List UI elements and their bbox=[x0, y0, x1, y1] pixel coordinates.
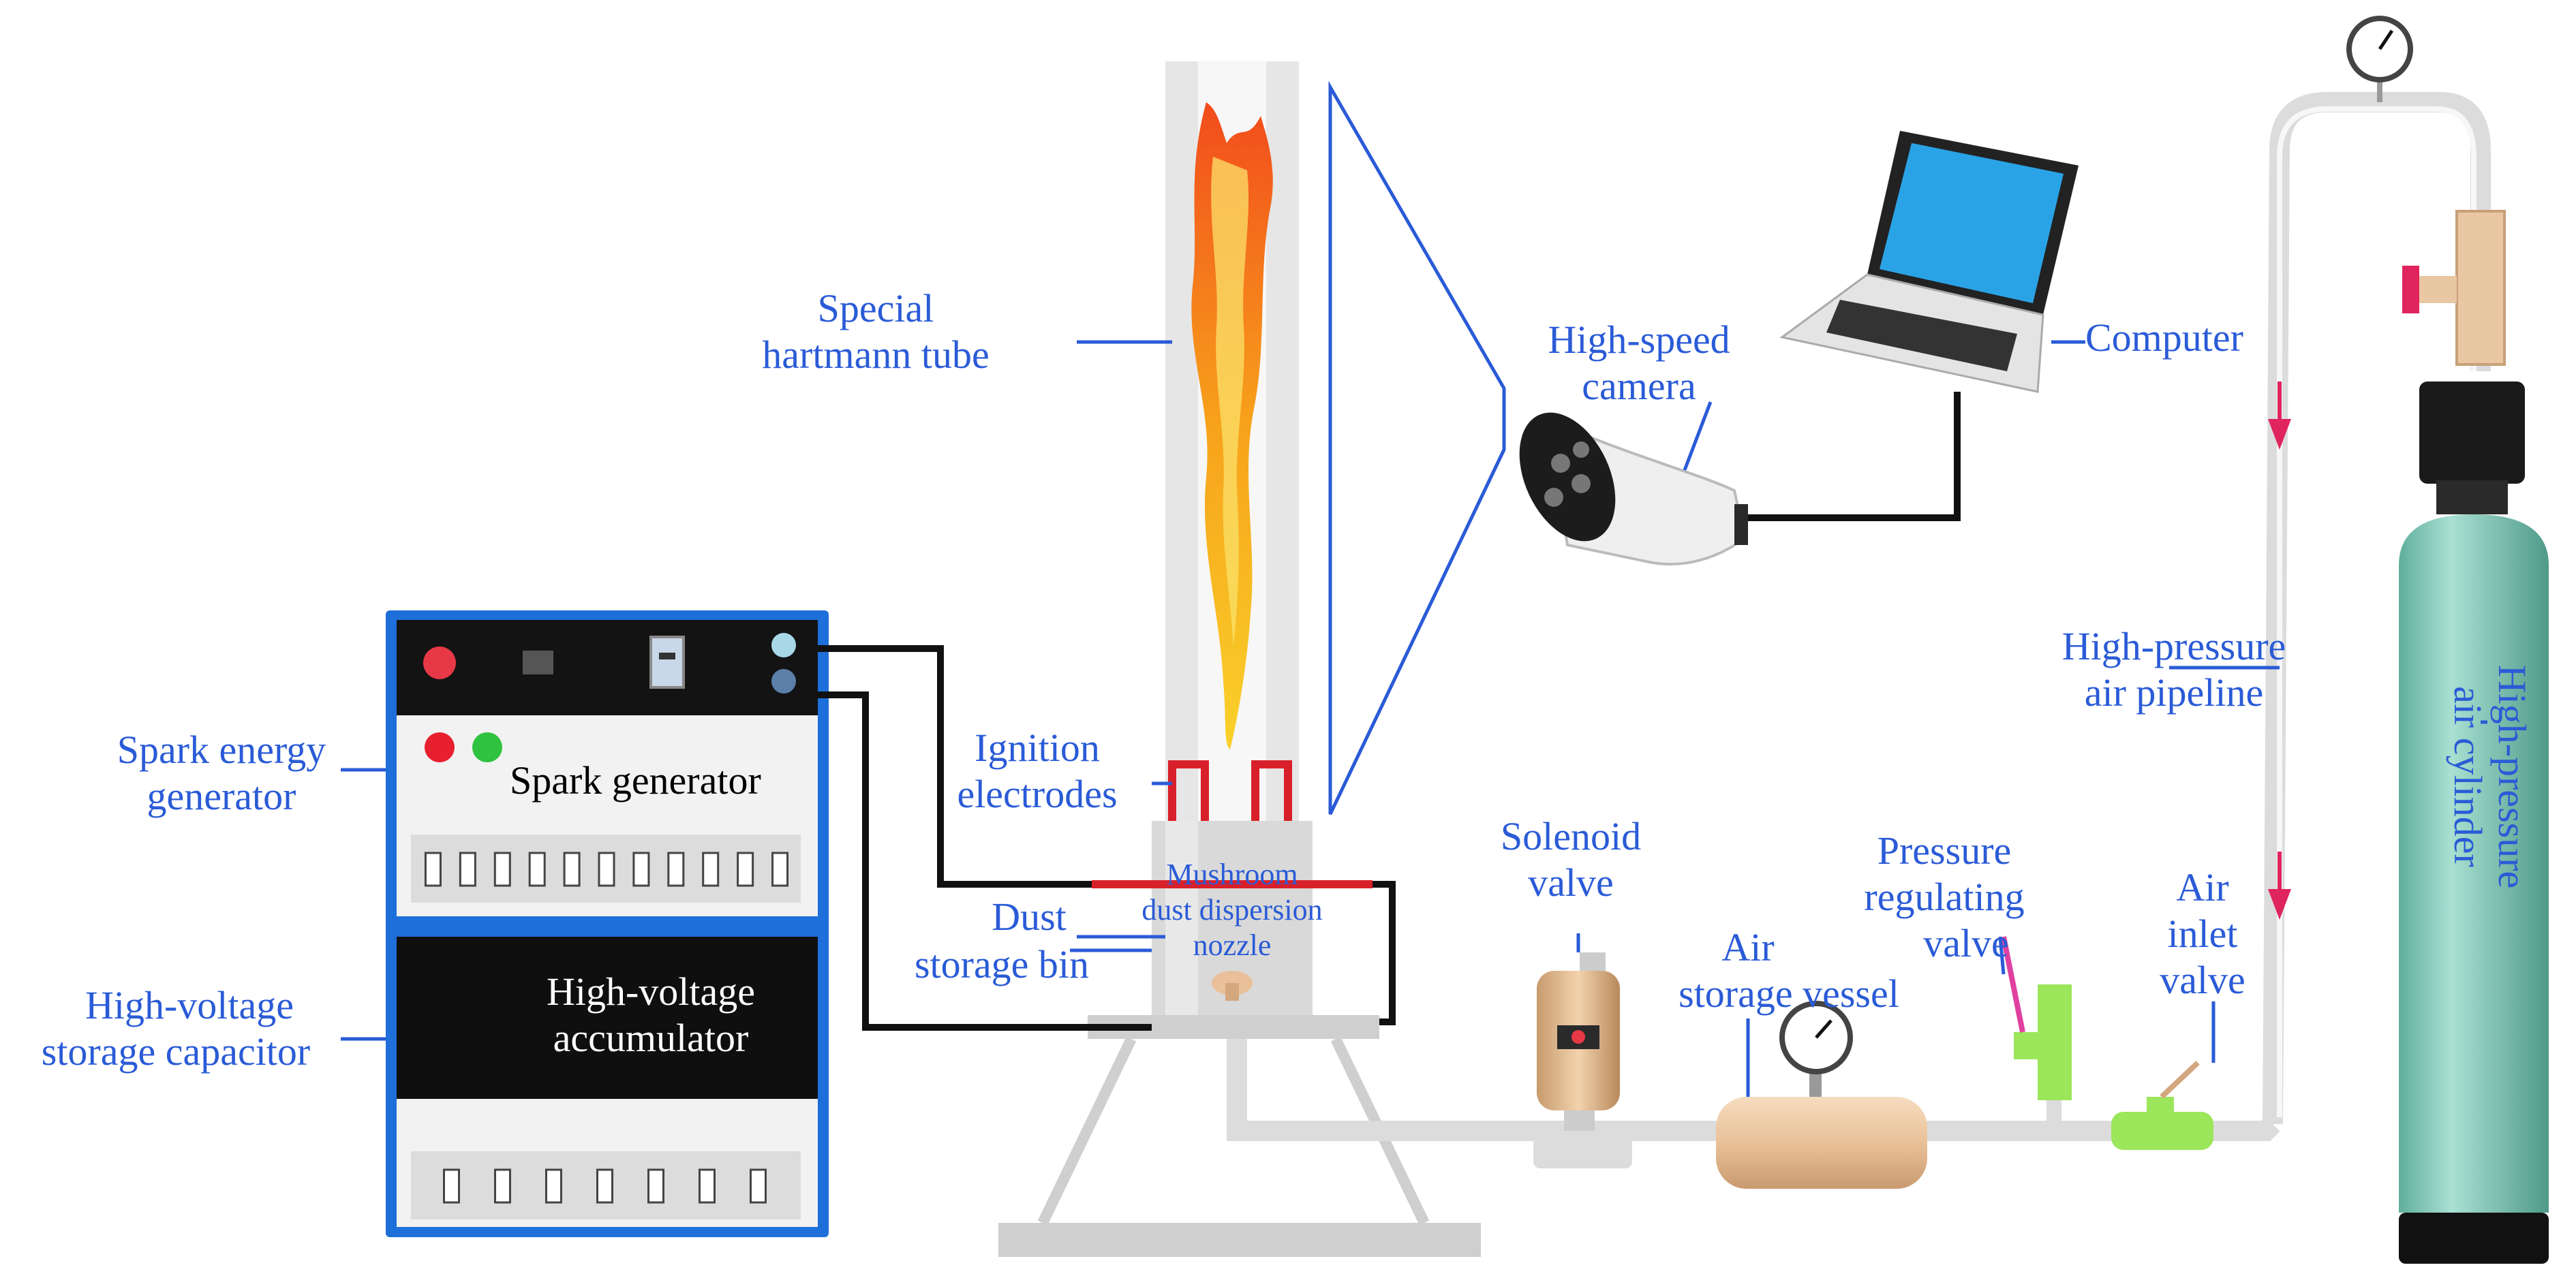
label-pressure-valve-3: valve bbox=[1923, 921, 2009, 965]
panel-slot bbox=[699, 1168, 716, 1204]
panel-slot bbox=[750, 1168, 767, 1204]
label-camera-2: camera bbox=[1582, 364, 1696, 408]
generator-wires bbox=[818, 645, 1396, 1031]
label-air-vessel-2: storage vessel bbox=[1678, 971, 1899, 1016]
label-cylinder-group: High-pressure air cylinder bbox=[2446, 665, 2534, 889]
air-inlet-valve bbox=[2111, 1061, 2213, 1150]
label-computer: Computer bbox=[2085, 315, 2243, 360]
label-spark-energy-1: Spark energy bbox=[117, 728, 326, 772]
flame bbox=[1191, 102, 1273, 749]
panel-slot bbox=[702, 852, 720, 887]
label-accumulator-1: High-voltage bbox=[547, 969, 755, 1014]
label-solenoid-1: Solenoid bbox=[1501, 814, 1641, 858]
panel-slot bbox=[443, 1168, 460, 1204]
label-nozzle-1: Mushroom bbox=[1166, 858, 1298, 891]
laptop-computer bbox=[1779, 131, 2079, 393]
leader-lines bbox=[341, 340, 2487, 1097]
high-voltage-accumulator bbox=[397, 937, 818, 1227]
label-capacitor-1: High-voltage bbox=[85, 983, 294, 1027]
panel-slot bbox=[598, 852, 615, 887]
label-ignition-2: electrodes bbox=[957, 772, 1117, 816]
accumulator-slots bbox=[443, 1168, 767, 1204]
label-inlet-1: Air bbox=[2176, 865, 2228, 909]
label-pipeline-1: High-pressure bbox=[2062, 624, 2286, 668]
label-inlet-2: inlet bbox=[2167, 912, 2237, 956]
flow-arrow-2 bbox=[2268, 852, 2291, 920]
label-inlet-3: valve bbox=[2160, 958, 2245, 1002]
label-solenoid-2: valve bbox=[1528, 860, 1614, 905]
label-special-tube-2: hartmann tube bbox=[762, 332, 989, 377]
label-ignition-1: Ignition bbox=[975, 726, 1100, 770]
panel-slot bbox=[493, 852, 511, 887]
panel-slot bbox=[494, 1168, 511, 1204]
label-pressure-valve-1: Pressure bbox=[1877, 828, 2012, 873]
label-air-vessel-1: Air bbox=[1721, 925, 1774, 969]
air-storage-vessel bbox=[1716, 1001, 1927, 1189]
label-dust-bin-1: Dust bbox=[992, 894, 1067, 939]
label-cylinder-1: High-pressure bbox=[2490, 665, 2534, 889]
spark-generator-slots bbox=[424, 852, 789, 887]
panel-slot bbox=[771, 852, 789, 887]
pipeline-gauge bbox=[2346, 16, 2413, 102]
panel-slot bbox=[667, 852, 685, 887]
flow-arrow-1 bbox=[2268, 382, 2291, 450]
camera-field-of-view bbox=[1328, 80, 1506, 815]
high-pressure-air-cylinder bbox=[2399, 382, 2549, 1264]
panel-slot bbox=[632, 852, 650, 887]
panel-slot bbox=[596, 1168, 613, 1204]
label-capacitor-2: storage capacitor bbox=[42, 1029, 311, 1074]
pipeline-inner-line bbox=[2277, 106, 2477, 1117]
mushroom-nozzle bbox=[1212, 971, 1253, 1001]
panel-slot bbox=[563, 852, 581, 887]
panel-slot bbox=[647, 1168, 664, 1204]
pressure-regulating-valve bbox=[2001, 936, 2072, 1131]
cylinder-valve bbox=[2402, 210, 2506, 366]
solenoid-valve bbox=[1533, 952, 1632, 1168]
label-special-tube-1: Special bbox=[818, 286, 934, 330]
label-dust-bin-2: storage bin bbox=[915, 942, 1089, 986]
label-pipeline-2: air pipeline bbox=[2085, 670, 2264, 715]
label-spark-generator: Spark generator bbox=[510, 758, 761, 803]
label-pressure-valve-2: regulating bbox=[1864, 875, 2024, 919]
label-nozzle-3: nozzle bbox=[1193, 929, 1272, 962]
label-nozzle-2: dust dispersion bbox=[1141, 893, 1322, 927]
panel-slot bbox=[528, 852, 546, 887]
label-spark-energy-2: generator bbox=[147, 774, 296, 818]
high-speed-camera bbox=[1519, 412, 1748, 566]
camera-cable bbox=[1748, 392, 1961, 521]
label-accumulator-2: accumulator bbox=[553, 1016, 749, 1060]
ignition-electrodes bbox=[1092, 760, 1373, 888]
panel-slot bbox=[459, 852, 476, 887]
label-cylinder-2: air cylinder bbox=[2446, 686, 2490, 867]
panel-slot bbox=[737, 852, 754, 887]
tube-stand bbox=[998, 1015, 1481, 1257]
panel-slot bbox=[545, 1168, 562, 1204]
label-camera-1: High-speed bbox=[1548, 317, 1730, 362]
panel-slot bbox=[424, 852, 442, 887]
